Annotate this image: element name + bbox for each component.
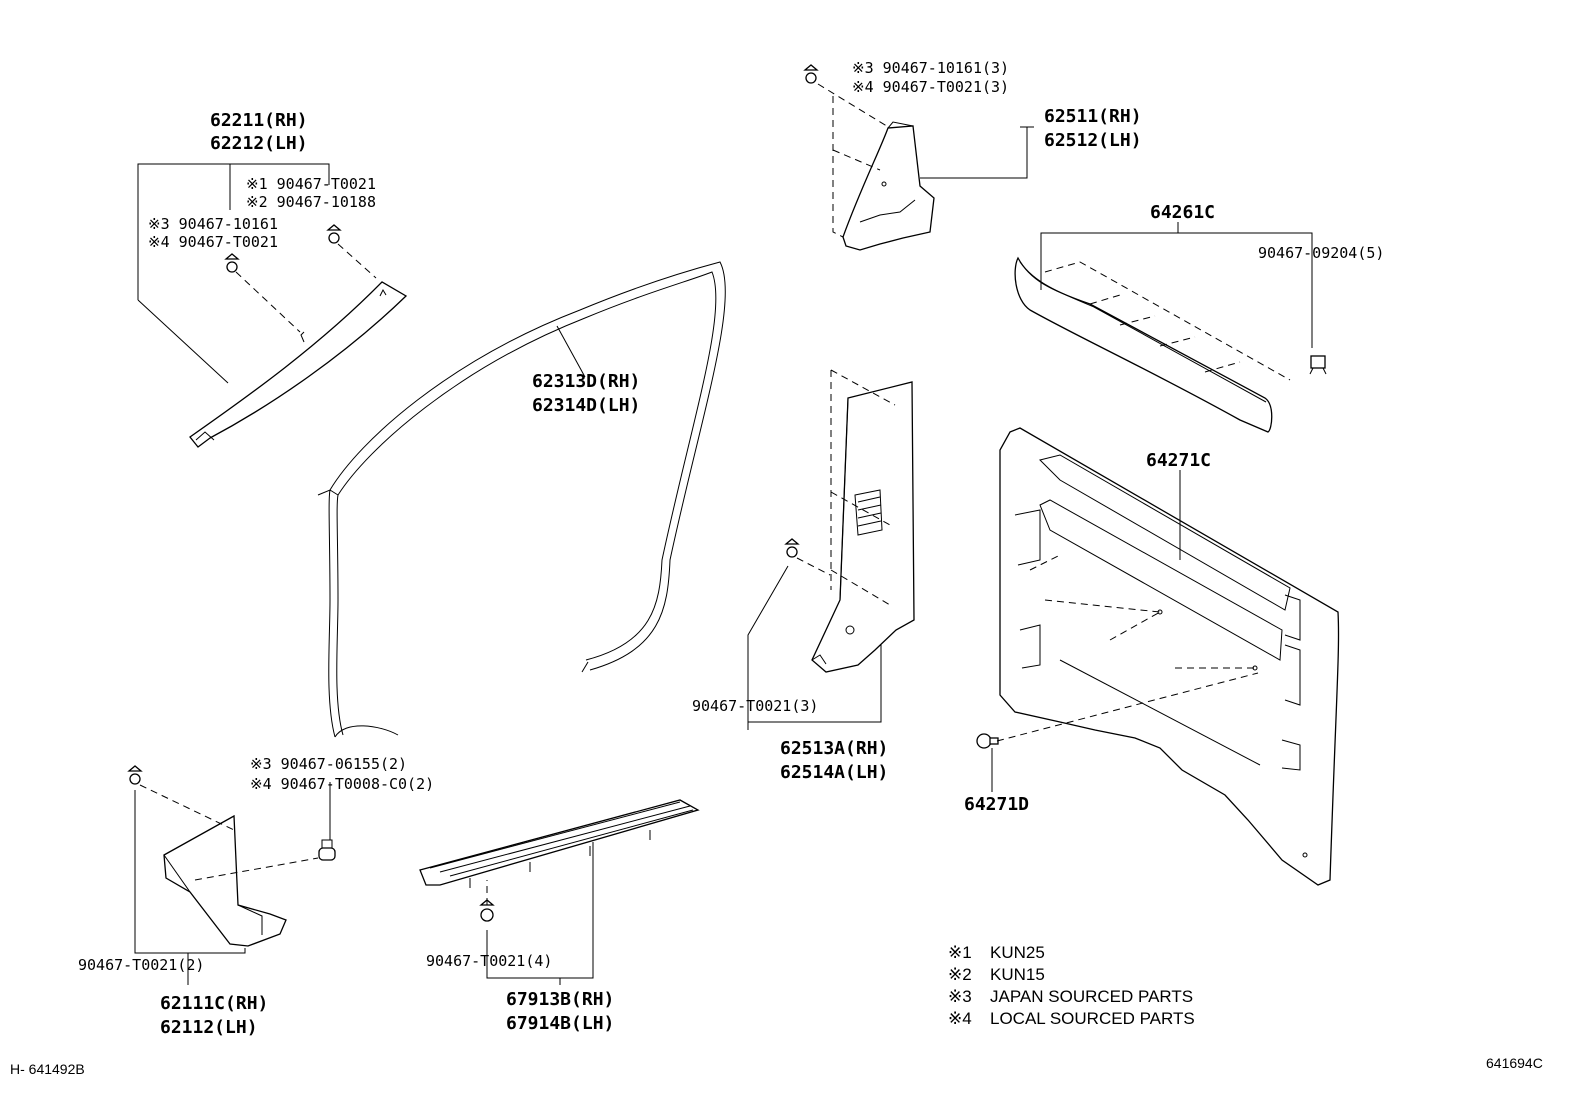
legend-mark-3: ※3 [948, 987, 972, 1006]
legend: ※1 KUN25 ※2 KUN15 ※3 JAPAN SOURCED PARTS… [948, 943, 1195, 1028]
kick-clip-3: 90467-T0021(2) [78, 956, 204, 974]
scuff-part-rh: 67913B(RH) [506, 989, 614, 1010]
kick-panel-part-rh: 62111C(RH) [160, 993, 268, 1014]
legend-mark-4: ※4 [948, 1009, 972, 1028]
footer-right-code: 641694C [1486, 1055, 1543, 1071]
scuff-plate [419, 799, 700, 888]
scuff-clip: 90467-T0021(4) [426, 952, 552, 970]
legend-mark-1: ※1 [948, 943, 972, 962]
top-clip-2: ※4 90467-T0021(3) [852, 78, 1009, 96]
b-pillar-part-rh: 62513A(RH) [780, 738, 888, 759]
weatherstrip-part-rh: 62313D(RH) [532, 371, 640, 392]
rail-clip: 90467-09204(5) [1258, 244, 1384, 262]
back-panel-part: 64271C [1146, 450, 1211, 471]
top-clip-icon [803, 64, 819, 84]
top-clip-1: ※3 90467-10161(3) [852, 59, 1009, 77]
legend-text-2: KUN15 [990, 965, 1045, 984]
door-weatherstrip [317, 261, 726, 738]
b-pillar-part-lh: 62514A(LH) [780, 762, 888, 783]
kick-clip-1: ※3 90467-06155(2) [250, 755, 407, 773]
kick-clip-2: ※4 90467-T0008-C0(2) [250, 775, 434, 793]
a-pillar-clip-icons [224, 224, 342, 273]
a-pillar-clip-4: ※4 90467-T0021 [148, 233, 278, 251]
kick-panel-trim [163, 814, 287, 947]
kick-panel-part-lh: 62112(LH) [160, 1017, 258, 1038]
rail-clip-icon [1309, 355, 1327, 375]
c-pillar-part-lh: 62512(LH) [1044, 130, 1142, 151]
back-panel-trim [999, 427, 1340, 886]
upper-side-rail [1014, 256, 1291, 433]
b-pillar-clip-icon [784, 538, 800, 558]
c-pillar-part-rh: 62511(RH) [1044, 106, 1142, 127]
legend-text-4: LOCAL SOURCED PARTS [990, 1009, 1195, 1028]
b-pillar-clip: 90467-T0021(3) [692, 697, 818, 715]
legend-text-1: KUN25 [990, 943, 1045, 962]
c-pillar-trim [842, 121, 935, 251]
kick-clip-icons [127, 765, 336, 861]
b-pillar-lower-trim [811, 381, 915, 673]
rail-part: 64261C [1150, 202, 1215, 223]
scuff-part-lh: 67914B(LH) [506, 1013, 614, 1034]
a-pillar-clip-2: ※2 90467-10188 [246, 193, 376, 211]
a-pillar-part-rh: 62211(RH) [210, 110, 308, 131]
footer-left-code: H- 641492B [10, 1061, 85, 1077]
a-pillar-clip-1: ※1 90467-T0021 [246, 175, 376, 193]
back-clip-part: 64271D [964, 794, 1029, 815]
legend-mark-2: ※2 [948, 965, 972, 984]
weatherstrip-part-lh: 62314D(LH) [532, 395, 640, 416]
legend-text-3: JAPAN SOURCED PARTS [990, 987, 1193, 1006]
back-clip-icon [976, 733, 999, 749]
a-pillar-clip-3: ※3 90467-10161 [148, 215, 278, 233]
a-pillar-garnish [189, 281, 408, 448]
a-pillar-part-lh: 62212(LH) [210, 133, 308, 154]
